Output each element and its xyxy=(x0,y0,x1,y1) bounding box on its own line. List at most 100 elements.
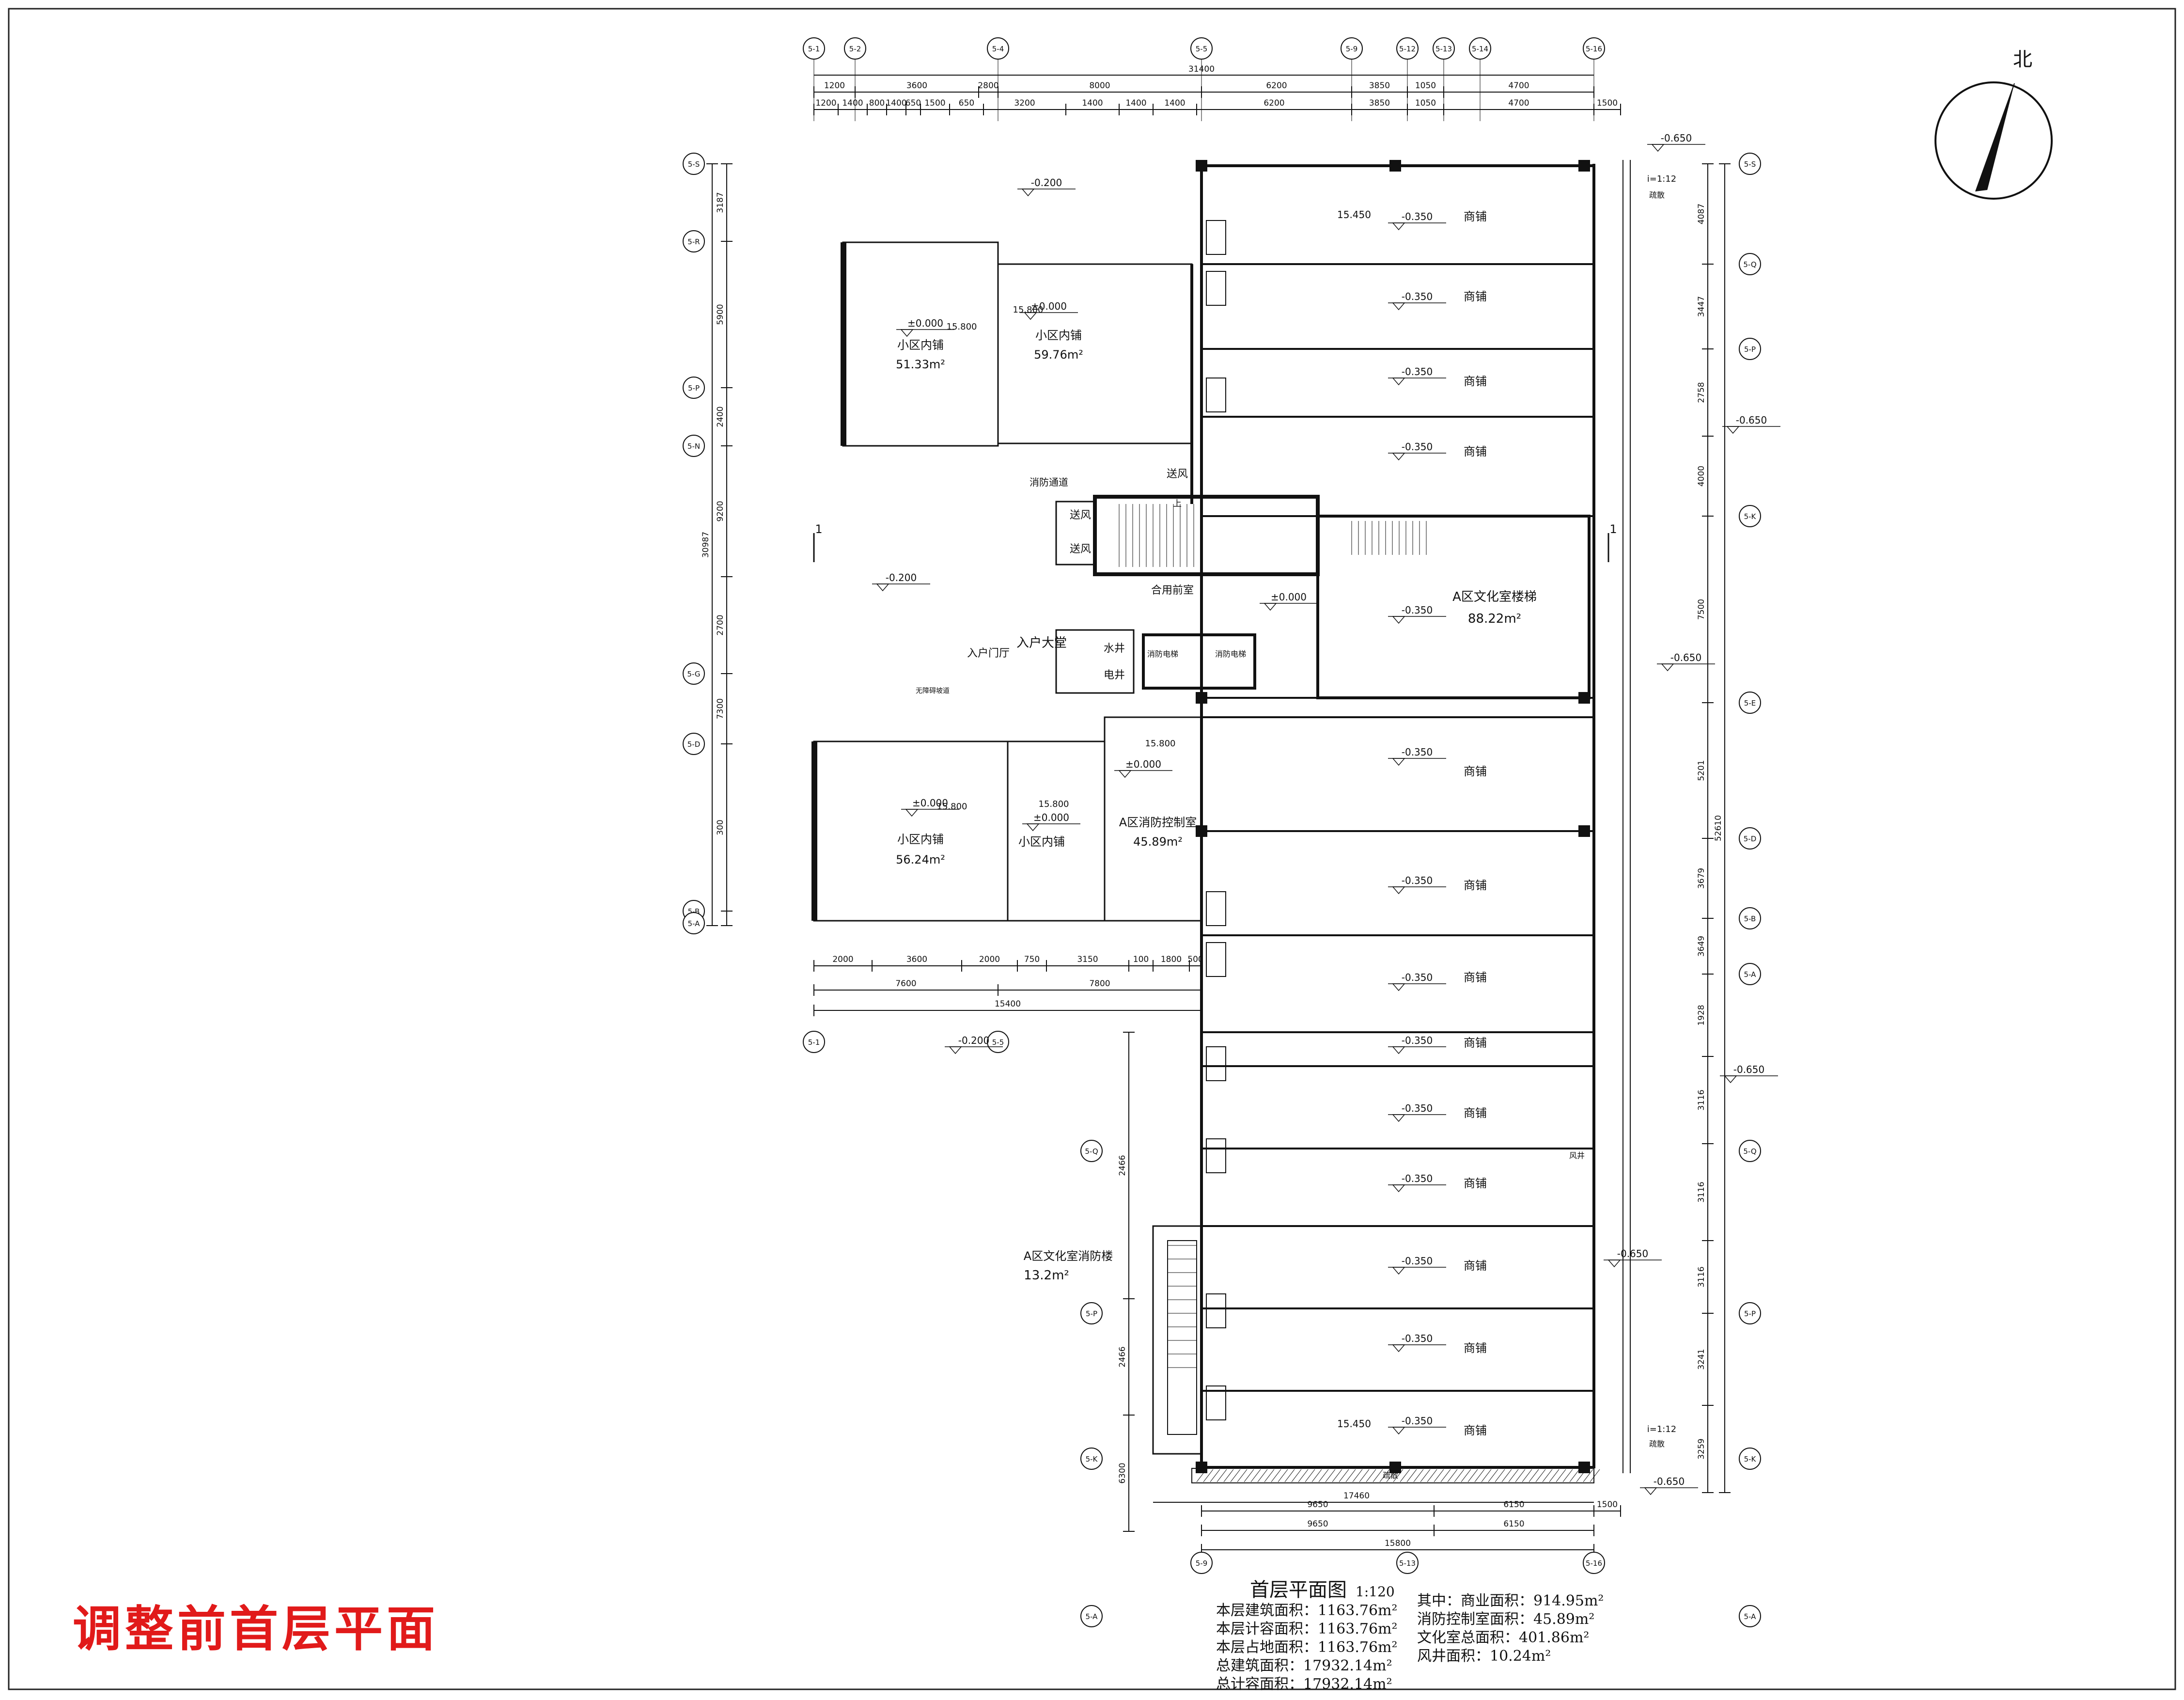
level-mark-mark xyxy=(1726,426,1740,434)
axis-bubble-top xyxy=(1190,37,1213,60)
room-label-front-room: 合用前室 xyxy=(1151,584,1194,597)
hatch-line xyxy=(1481,1469,1492,1482)
level-mark: ±0.000 xyxy=(907,317,943,329)
hatch-line xyxy=(1508,1469,1519,1482)
level-mark-mark xyxy=(1392,378,1405,386)
hatch-line xyxy=(1434,1469,1444,1482)
axis-bubble-right2-label: 5-A xyxy=(1744,1612,1757,1621)
axis-bubble-bottom xyxy=(803,1031,825,1053)
north-label: 北 xyxy=(2013,48,2032,71)
stat-line: 文化室总面积：401.86m² xyxy=(1417,1629,1590,1646)
axis-bubble-left xyxy=(683,377,705,399)
level-mark-mark xyxy=(1392,453,1405,461)
room-area-culture-stair: 88.22m² xyxy=(1468,612,1521,626)
axis-bubble-bottom-label: 5-5 xyxy=(992,1038,1004,1047)
wall-toilet xyxy=(1206,891,1226,926)
level-mark: -0.350 xyxy=(1402,211,1433,222)
dim-top-row2-label: 650 xyxy=(959,98,974,108)
exit-label: 疏散 xyxy=(1383,1471,1398,1480)
dim-top-row2-label: 1500 xyxy=(1597,98,1618,108)
dim-top-row1-label: 3850 xyxy=(1369,81,1390,91)
hatch-line xyxy=(1406,1469,1417,1482)
structural-column xyxy=(1196,692,1207,704)
axis-bubble-bottom xyxy=(1396,1552,1419,1574)
axis-bubble-left-label: 5-P xyxy=(688,384,700,393)
axis-bubble-left2 xyxy=(1080,1140,1103,1162)
level-mark-mark xyxy=(1607,1259,1621,1268)
room-label-inner-shop: 小区内铺 xyxy=(1018,835,1065,849)
dim-bottom-left-label: 2000 xyxy=(832,955,853,964)
dim-right-col-label: 3116 xyxy=(1697,1266,1706,1287)
dim-right-col-label: 1928 xyxy=(1697,1005,1706,1025)
ramp-label: 无障碍坡道 xyxy=(916,687,950,695)
hatch-line xyxy=(1522,1469,1532,1482)
hatch-line xyxy=(1590,1469,1600,1482)
hatch-line xyxy=(1284,1469,1295,1482)
axis-bubble-right-label: 5-S xyxy=(1744,160,1756,169)
dim-bottom-right-label: 6150 xyxy=(1503,1500,1524,1510)
drawing-title: 调整前首层平面 xyxy=(73,1600,439,1657)
dim-right-col-label: 3259 xyxy=(1697,1438,1706,1459)
room-label-fire-control: A区消防控制室 xyxy=(1119,816,1197,829)
room-label-air-supply: 送风 xyxy=(1167,468,1188,480)
hatch-line xyxy=(1196,1469,1207,1482)
hatch-line xyxy=(1223,1469,1234,1482)
hatch-line xyxy=(1549,1469,1560,1482)
level-mark: ±0.000 xyxy=(1033,812,1069,823)
dim-bottom-left-label: 500 xyxy=(1187,955,1203,964)
axis-bubble-right xyxy=(1739,253,1761,275)
dim-top-row2-label: 3200 xyxy=(1014,98,1035,108)
structural-column xyxy=(1196,160,1207,172)
level-mark: -0.350 xyxy=(1402,746,1433,758)
level-mark-mark xyxy=(1392,1184,1405,1193)
hatch-line xyxy=(1264,1469,1275,1482)
dim-bottom-right2-label: 9650 xyxy=(1307,1519,1328,1529)
dim-top-row1-label: 1200 xyxy=(824,81,845,91)
wall-toilet xyxy=(1206,1293,1226,1328)
structural-column xyxy=(1578,692,1590,704)
axis-bubble-left xyxy=(683,435,705,457)
structural-column xyxy=(1196,825,1207,837)
hatch-line xyxy=(1210,1469,1220,1482)
hatch-line xyxy=(1583,1469,1593,1482)
hatch-line xyxy=(1237,1469,1248,1482)
axis-bubble-top xyxy=(1341,37,1363,60)
room-area-inner-shop: 59.76m² xyxy=(1034,348,1083,362)
room-label-shop: 商铺 xyxy=(1464,1424,1487,1437)
level-mark-mark xyxy=(1724,1075,1737,1084)
stat-line: 其中：商业面积：914.95m² xyxy=(1417,1592,1604,1609)
hatch-line xyxy=(1291,1469,1302,1482)
axis-bubble-left xyxy=(683,230,705,252)
dim-top-row1-label: 8000 xyxy=(1089,81,1110,91)
level-mark: -0.350 xyxy=(1402,1102,1433,1114)
room-area-culture-fire-stair: 13.2m² xyxy=(1024,1268,1069,1283)
section-mark-label: 1 xyxy=(1609,522,1617,536)
axis-bubble-right2 xyxy=(1739,1448,1761,1470)
level-mark-mark xyxy=(1644,1487,1657,1495)
dim-top-row2-label: 4700 xyxy=(1508,98,1529,108)
sheet-border xyxy=(8,8,2176,1690)
axis-bubble-top-label: 5-14 xyxy=(1472,45,1488,53)
level-mark-mark xyxy=(1392,1427,1405,1435)
room-label-elevator: 消防电梯 xyxy=(1147,649,1178,659)
dim-mid-col-label: 6300 xyxy=(1118,1463,1127,1483)
axis-bubble-right-label: 5-B xyxy=(1744,914,1756,923)
hatch-line xyxy=(1352,1469,1363,1482)
level-mark: -0.350 xyxy=(1402,604,1433,616)
axis-bubble-top xyxy=(844,37,866,60)
room-label-shop: 商铺 xyxy=(1464,1106,1487,1120)
level-mark-mark xyxy=(1392,302,1405,311)
axis-bubble-left-label: 5-S xyxy=(688,160,700,169)
hatch-line xyxy=(1325,1469,1336,1482)
level-mark: ±0.000 xyxy=(1271,591,1307,603)
hatch-line xyxy=(1447,1469,1458,1482)
axis-bubble-right2-label: 5-Q xyxy=(1743,1147,1756,1156)
level-mark-mark xyxy=(1392,1046,1405,1055)
level-mark-mark xyxy=(1026,823,1040,832)
hatch-line xyxy=(1529,1469,1539,1482)
dim-top-row2-label: 1050 xyxy=(1415,98,1436,108)
hatch-line xyxy=(1311,1469,1322,1482)
room-label-elevator: 消防电梯 xyxy=(1215,649,1246,659)
